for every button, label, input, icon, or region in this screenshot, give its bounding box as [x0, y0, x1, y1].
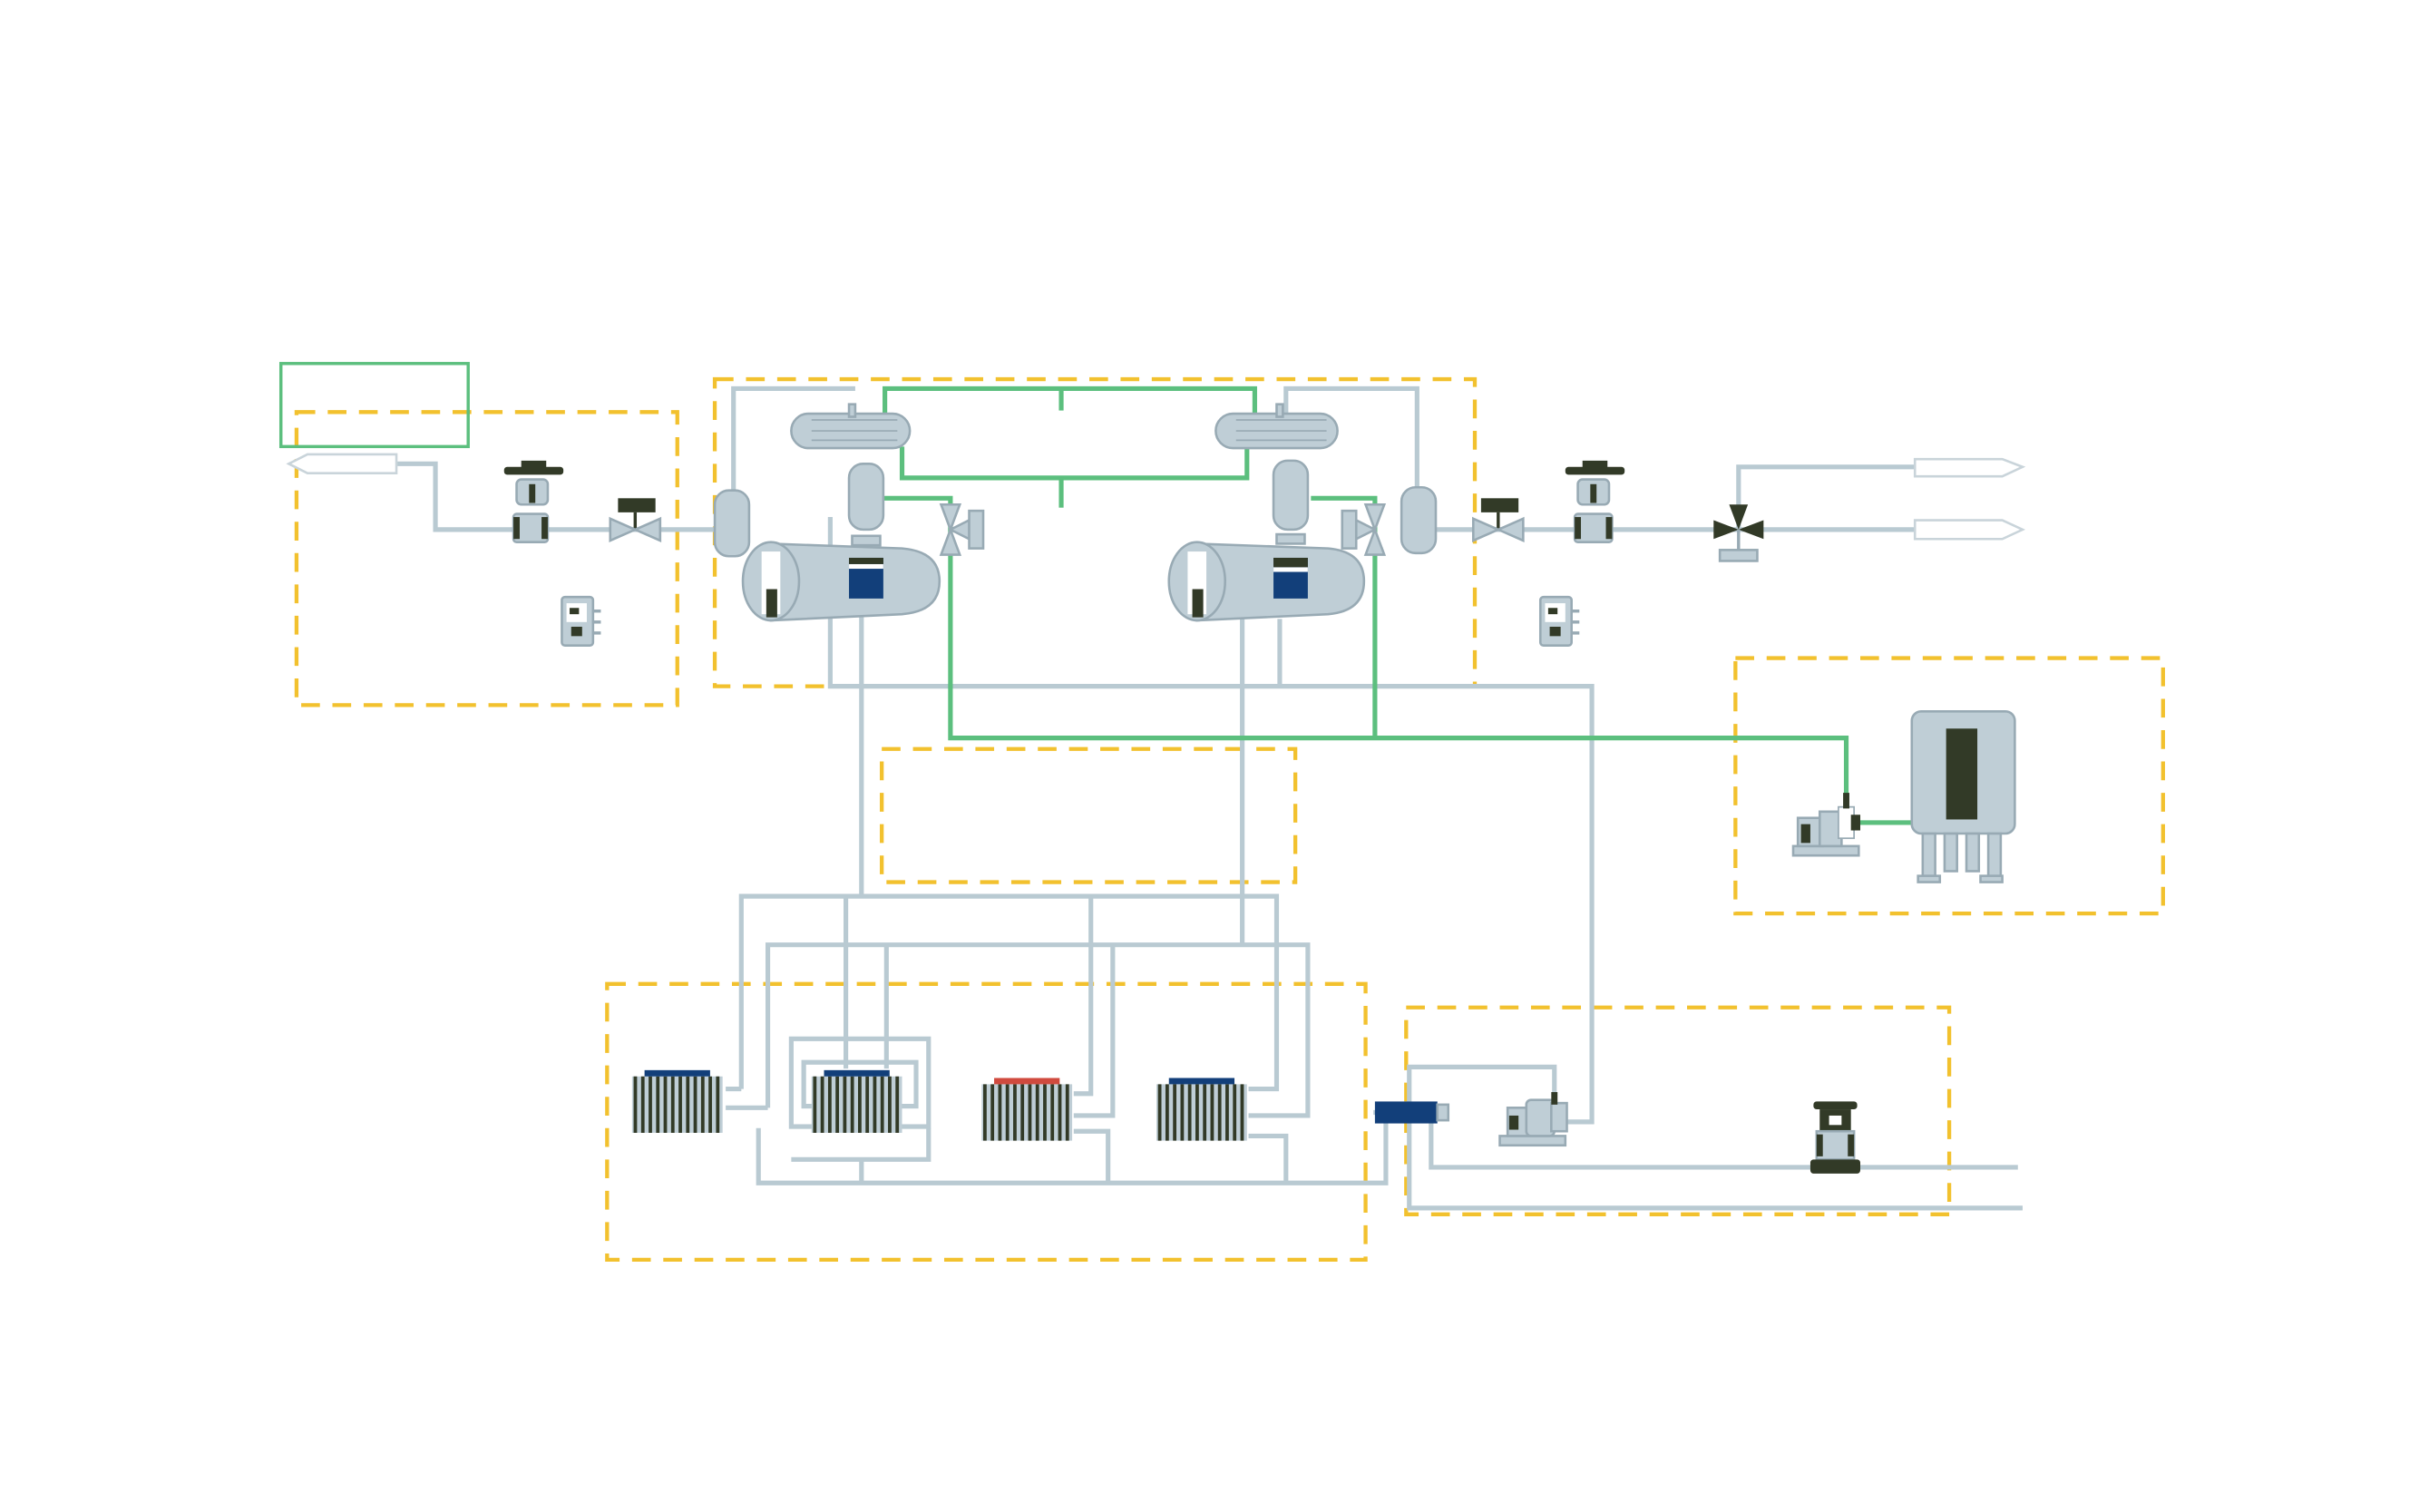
- controller-inlet[interactable]: [561, 595, 601, 648]
- vessel-left: [713, 489, 751, 558]
- separator-drum-left: [741, 541, 941, 622]
- gate-valve-outlet[interactable]: [1471, 498, 1525, 542]
- legend-box: [278, 362, 470, 449]
- circulation-pump[interactable]: [1498, 1092, 1568, 1147]
- control-valve-outlet[interactable]: [1565, 460, 1625, 543]
- flow-meter: [1374, 1101, 1450, 1124]
- zone-pump-outlet: [1404, 1005, 1952, 1216]
- column-right: [1272, 459, 1310, 532]
- heater-3: [981, 1078, 1073, 1141]
- heater-2: [811, 1069, 902, 1133]
- three-way-valve-right[interactable]: [1341, 502, 1387, 556]
- controller-outlet[interactable]: [1538, 595, 1580, 648]
- heat-exchanger-right: [1214, 403, 1339, 450]
- separator-drum-right: [1167, 541, 1366, 622]
- zone-heaters: [605, 981, 1368, 1263]
- gate-valve-inlet[interactable]: [609, 498, 662, 542]
- zone-inlet: [294, 410, 679, 707]
- control-valve-inlet[interactable]: [503, 460, 564, 543]
- signal-lines: [883, 385, 1914, 825]
- column-left: [847, 463, 885, 532]
- heater-bank: [631, 1069, 1247, 1141]
- dosing-pump[interactable]: [1791, 793, 1861, 857]
- vessel-right: [1400, 485, 1438, 555]
- inlet-arrow-flag: [286, 453, 398, 474]
- storage-tank: [1910, 709, 2016, 883]
- three-way-valve-left[interactable]: [939, 502, 985, 556]
- outlet-arrow-flag-1: [1913, 457, 2026, 478]
- heater-4: [1156, 1078, 1247, 1141]
- diverter-valve[interactable]: [1713, 504, 1764, 562]
- heater-1: [631, 1069, 723, 1133]
- heat-exchanger-left: [790, 403, 912, 450]
- zone-middle: [880, 746, 1298, 884]
- outlet-arrow-flag-2: [1913, 519, 2026, 541]
- control-valve-pump-outlet[interactable]: [1809, 1101, 1861, 1174]
